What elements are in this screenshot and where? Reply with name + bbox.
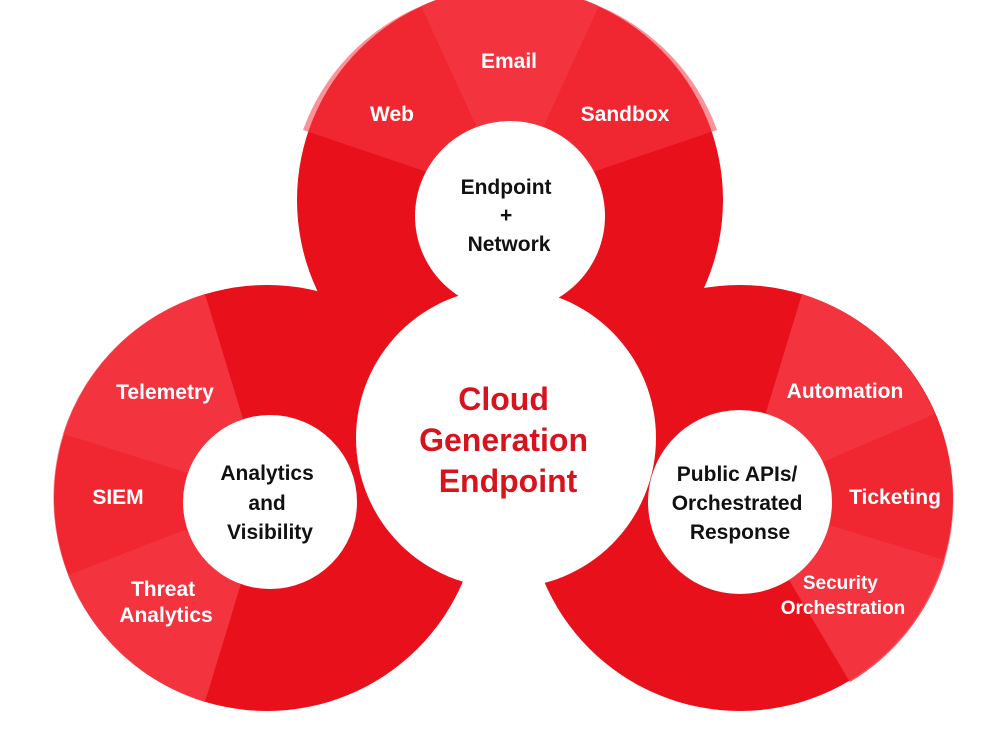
segment-threat-line-2: Analytics	[119, 604, 212, 627]
right-hub-line-2: Orchestrated	[672, 492, 803, 515]
segment-email: Email	[481, 50, 537, 73]
center-line-2: Generation	[419, 422, 588, 458]
top-hub-line-2: +	[500, 204, 512, 227]
top-hub-line-1: Endpoint	[461, 176, 552, 199]
wedge-right-ticketing	[740, 414, 954, 560]
center-line-3: Endpoint	[439, 463, 578, 499]
center-line-1: Cloud	[458, 381, 549, 417]
top-hub	[415, 121, 605, 311]
segment-siem: SIEM	[92, 486, 143, 509]
white-hubs	[183, 121, 832, 594]
top-hub-line-3: Network	[468, 233, 551, 256]
wedge-left-siem	[53, 434, 267, 575]
segment-security-line-2: Orchestration	[781, 598, 906, 619]
segment-web: Web	[370, 103, 414, 126]
center-title: Cloud Generation Endpoint	[419, 381, 597, 499]
segment-sandbox: Sandbox	[581, 103, 670, 126]
segment-security-line-1: Security	[803, 573, 878, 594]
segment-automation: Automation	[787, 380, 904, 403]
right-hub-line-1: Public APIs/	[677, 463, 798, 486]
segment-threat-line-1: Threat	[131, 578, 195, 601]
top-hub-label: Endpoint + Network	[461, 176, 558, 256]
center-hub	[356, 288, 656, 588]
segment-ticketing: Ticketing	[849, 486, 941, 509]
wedge-top-email	[421, 0, 599, 200]
segment-security-orchestration: Security Orchestration	[781, 573, 906, 619]
left-hub-line-2: and	[248, 492, 285, 515]
left-hub	[183, 415, 357, 589]
right-hub-line-3: Response	[690, 521, 790, 544]
left-hub-line-3: Visibility	[227, 521, 313, 544]
right-hub	[648, 410, 832, 594]
segment-threat-analytics: Threat Analytics	[119, 578, 212, 627]
segment-telemetry: Telemetry	[116, 381, 214, 404]
left-hub-label: Analytics and Visibility	[220, 462, 319, 544]
right-hub-label: Public APIs/ Orchestrated Response	[672, 463, 809, 544]
left-hub-line-1: Analytics	[220, 462, 313, 485]
